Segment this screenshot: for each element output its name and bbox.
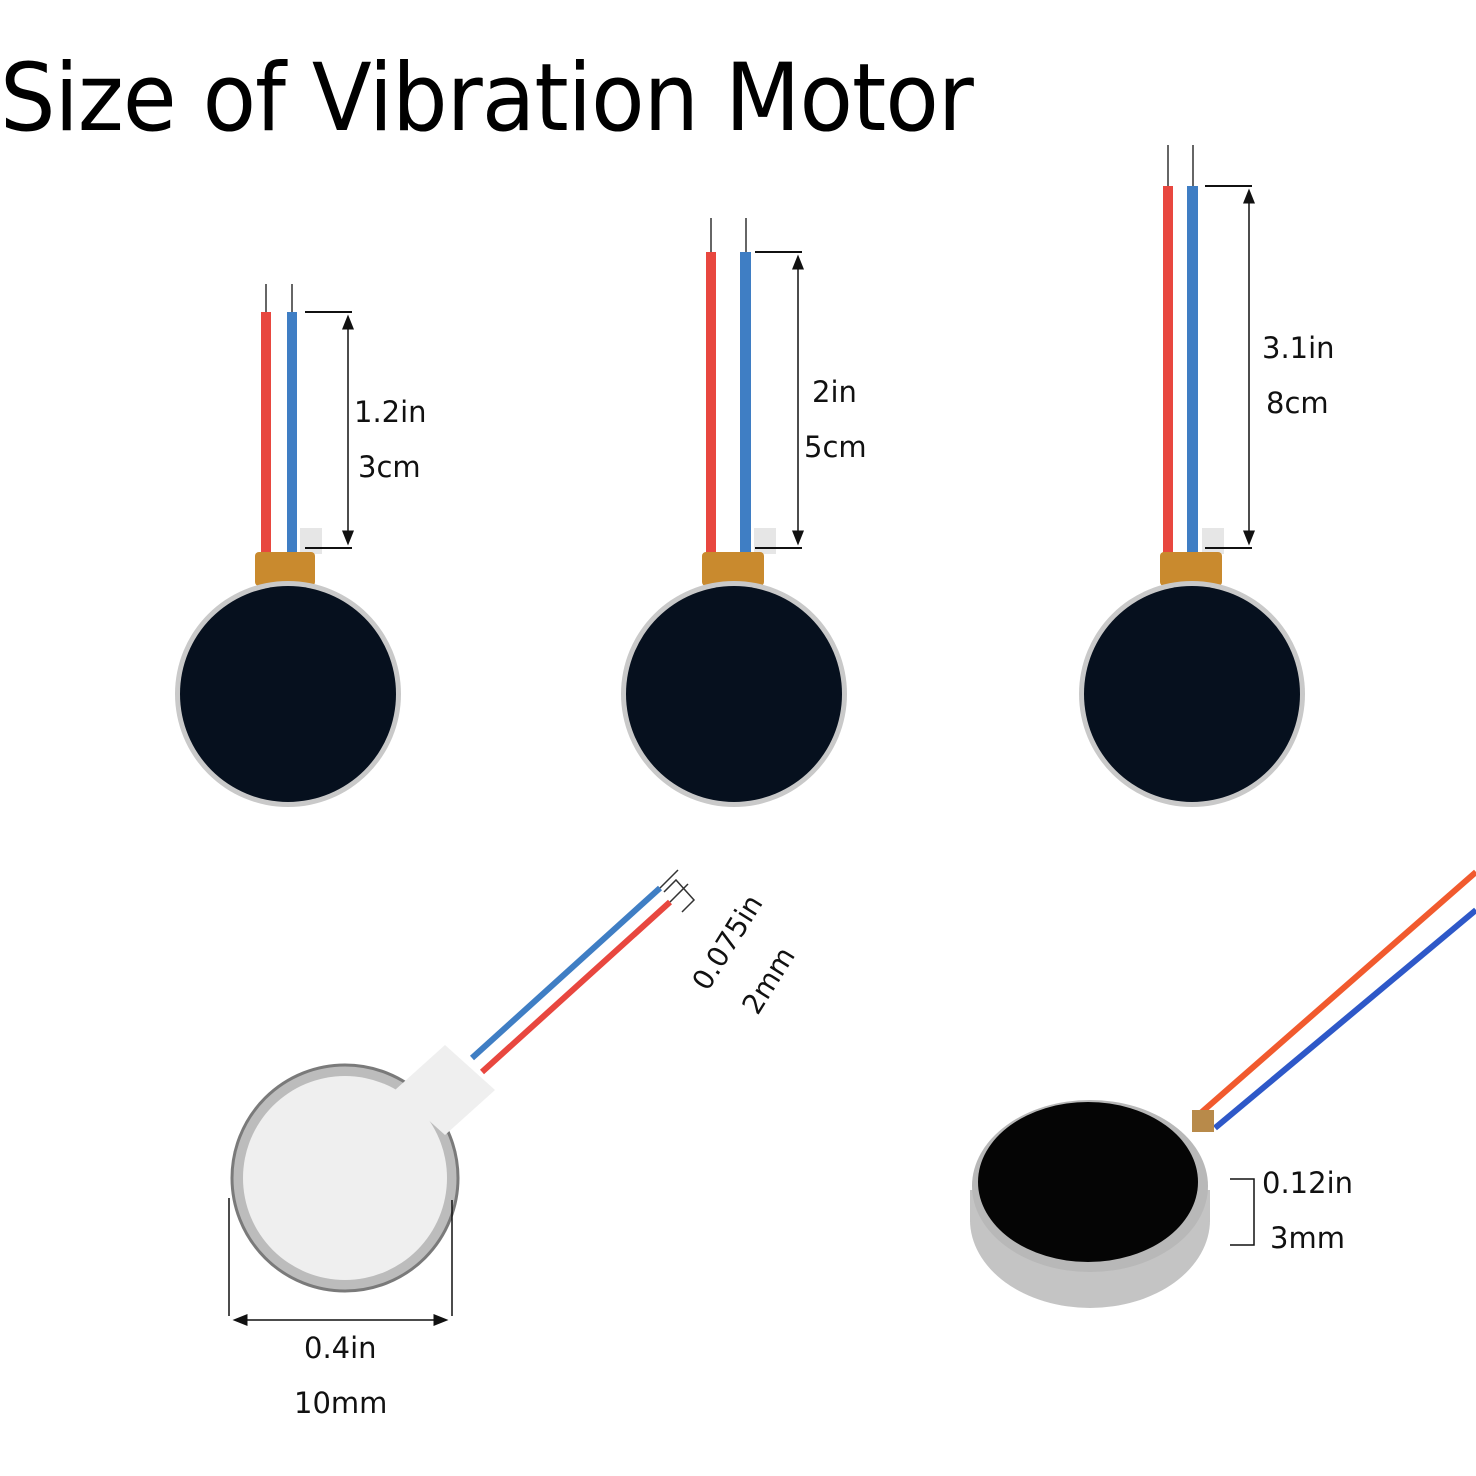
diameter-mm: 10mm [294, 1386, 388, 1420]
motor-medium-lead [621, 218, 847, 807]
motor-short-lead [175, 284, 401, 807]
dimension-lead-short [305, 311, 354, 549]
lead-length-cm-short: 3cm [358, 450, 421, 484]
diameter-in: 0.4in [304, 1331, 377, 1365]
page-title: Size of Vibration Motor [0, 44, 974, 153]
motor-angled-view [970, 869, 1476, 1308]
lead-length-cm-long: 8cm [1266, 386, 1329, 420]
dimension-lead-medium [755, 251, 804, 549]
lead-length-in-long: 3.1in [1262, 331, 1335, 365]
dimension-strip [663, 878, 696, 913]
lead-length-in-medium: 2in [812, 375, 857, 409]
thickness-in: 0.12in [1262, 1166, 1354, 1200]
motor-underside-view [228, 869, 696, 1326]
dimension-thickness [1230, 1178, 1255, 1246]
motor-long-lead [1079, 145, 1305, 807]
dimension-lead-long [1205, 185, 1255, 549]
lead-length-in-short: 1.2in [354, 395, 427, 429]
thickness-mm: 3mm [1270, 1221, 1345, 1255]
dimension-diameter [228, 1198, 453, 1326]
lead-length-cm-medium: 5cm [804, 430, 867, 464]
